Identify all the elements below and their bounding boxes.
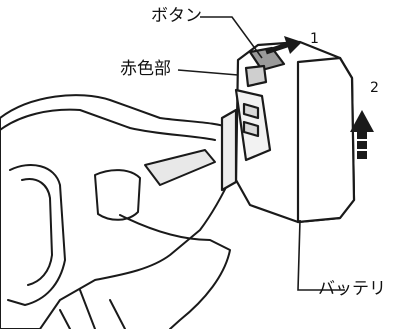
battery-vent-1 xyxy=(242,102,260,120)
tool-detail-1 xyxy=(94,169,141,221)
step-2-label: 2 xyxy=(370,80,379,96)
arrow-1-icon xyxy=(265,36,302,55)
leader-line-battery xyxy=(297,219,345,291)
step-1-label: 1 xyxy=(310,31,319,47)
battery-vent-2 xyxy=(242,120,260,138)
arrow-2-icon xyxy=(350,110,374,169)
battery-front-face xyxy=(296,56,356,224)
button-label: ボタン xyxy=(151,6,202,26)
tool-lower-body xyxy=(119,214,231,330)
leader-line-red-part xyxy=(177,69,239,76)
tool-grip-outline xyxy=(7,164,66,306)
battery-label: バッテリ xyxy=(318,279,386,299)
red-part-label: 赤色部 xyxy=(120,59,171,79)
tool-upper xyxy=(0,108,216,141)
leader-line-button xyxy=(200,16,263,59)
battery-red-part xyxy=(244,64,268,88)
battery-mount-rail xyxy=(220,108,238,192)
tool-base xyxy=(59,289,126,330)
tool-trigger xyxy=(144,149,216,186)
tool-body xyxy=(0,94,233,330)
tool-grip-inner xyxy=(21,178,53,286)
